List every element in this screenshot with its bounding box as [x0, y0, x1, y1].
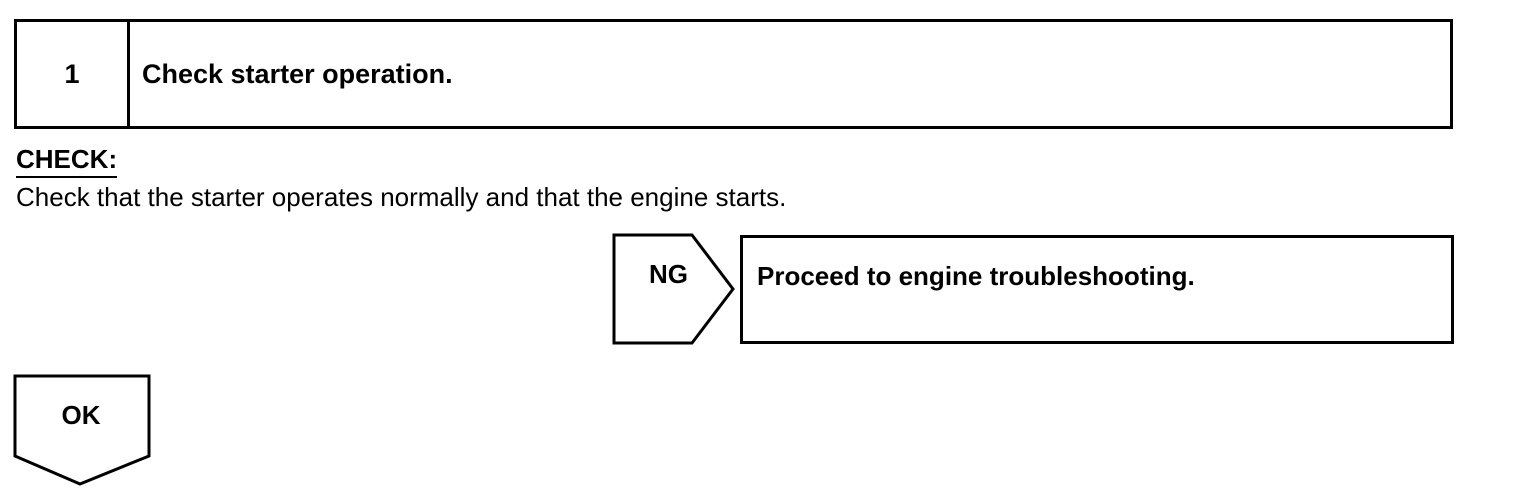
ng-result-box: Proceed to engine troubleshooting. [740, 235, 1454, 344]
ng-label: NG [649, 259, 688, 289]
step-header: 1 Check starter operation. [14, 19, 1453, 129]
step-number: 1 [17, 22, 130, 126]
ng-arrow-icon [612, 233, 735, 345]
step-title: Check starter operation. [142, 58, 453, 89]
ok-arrow-icon [13, 374, 151, 486]
check-instruction: Check that the starter operates normally… [16, 182, 787, 212]
ng-action-text: Proceed to engine troubleshooting. [757, 261, 1195, 291]
check-heading: CHECK: [16, 143, 118, 178]
ok-label: OK [61, 400, 101, 430]
